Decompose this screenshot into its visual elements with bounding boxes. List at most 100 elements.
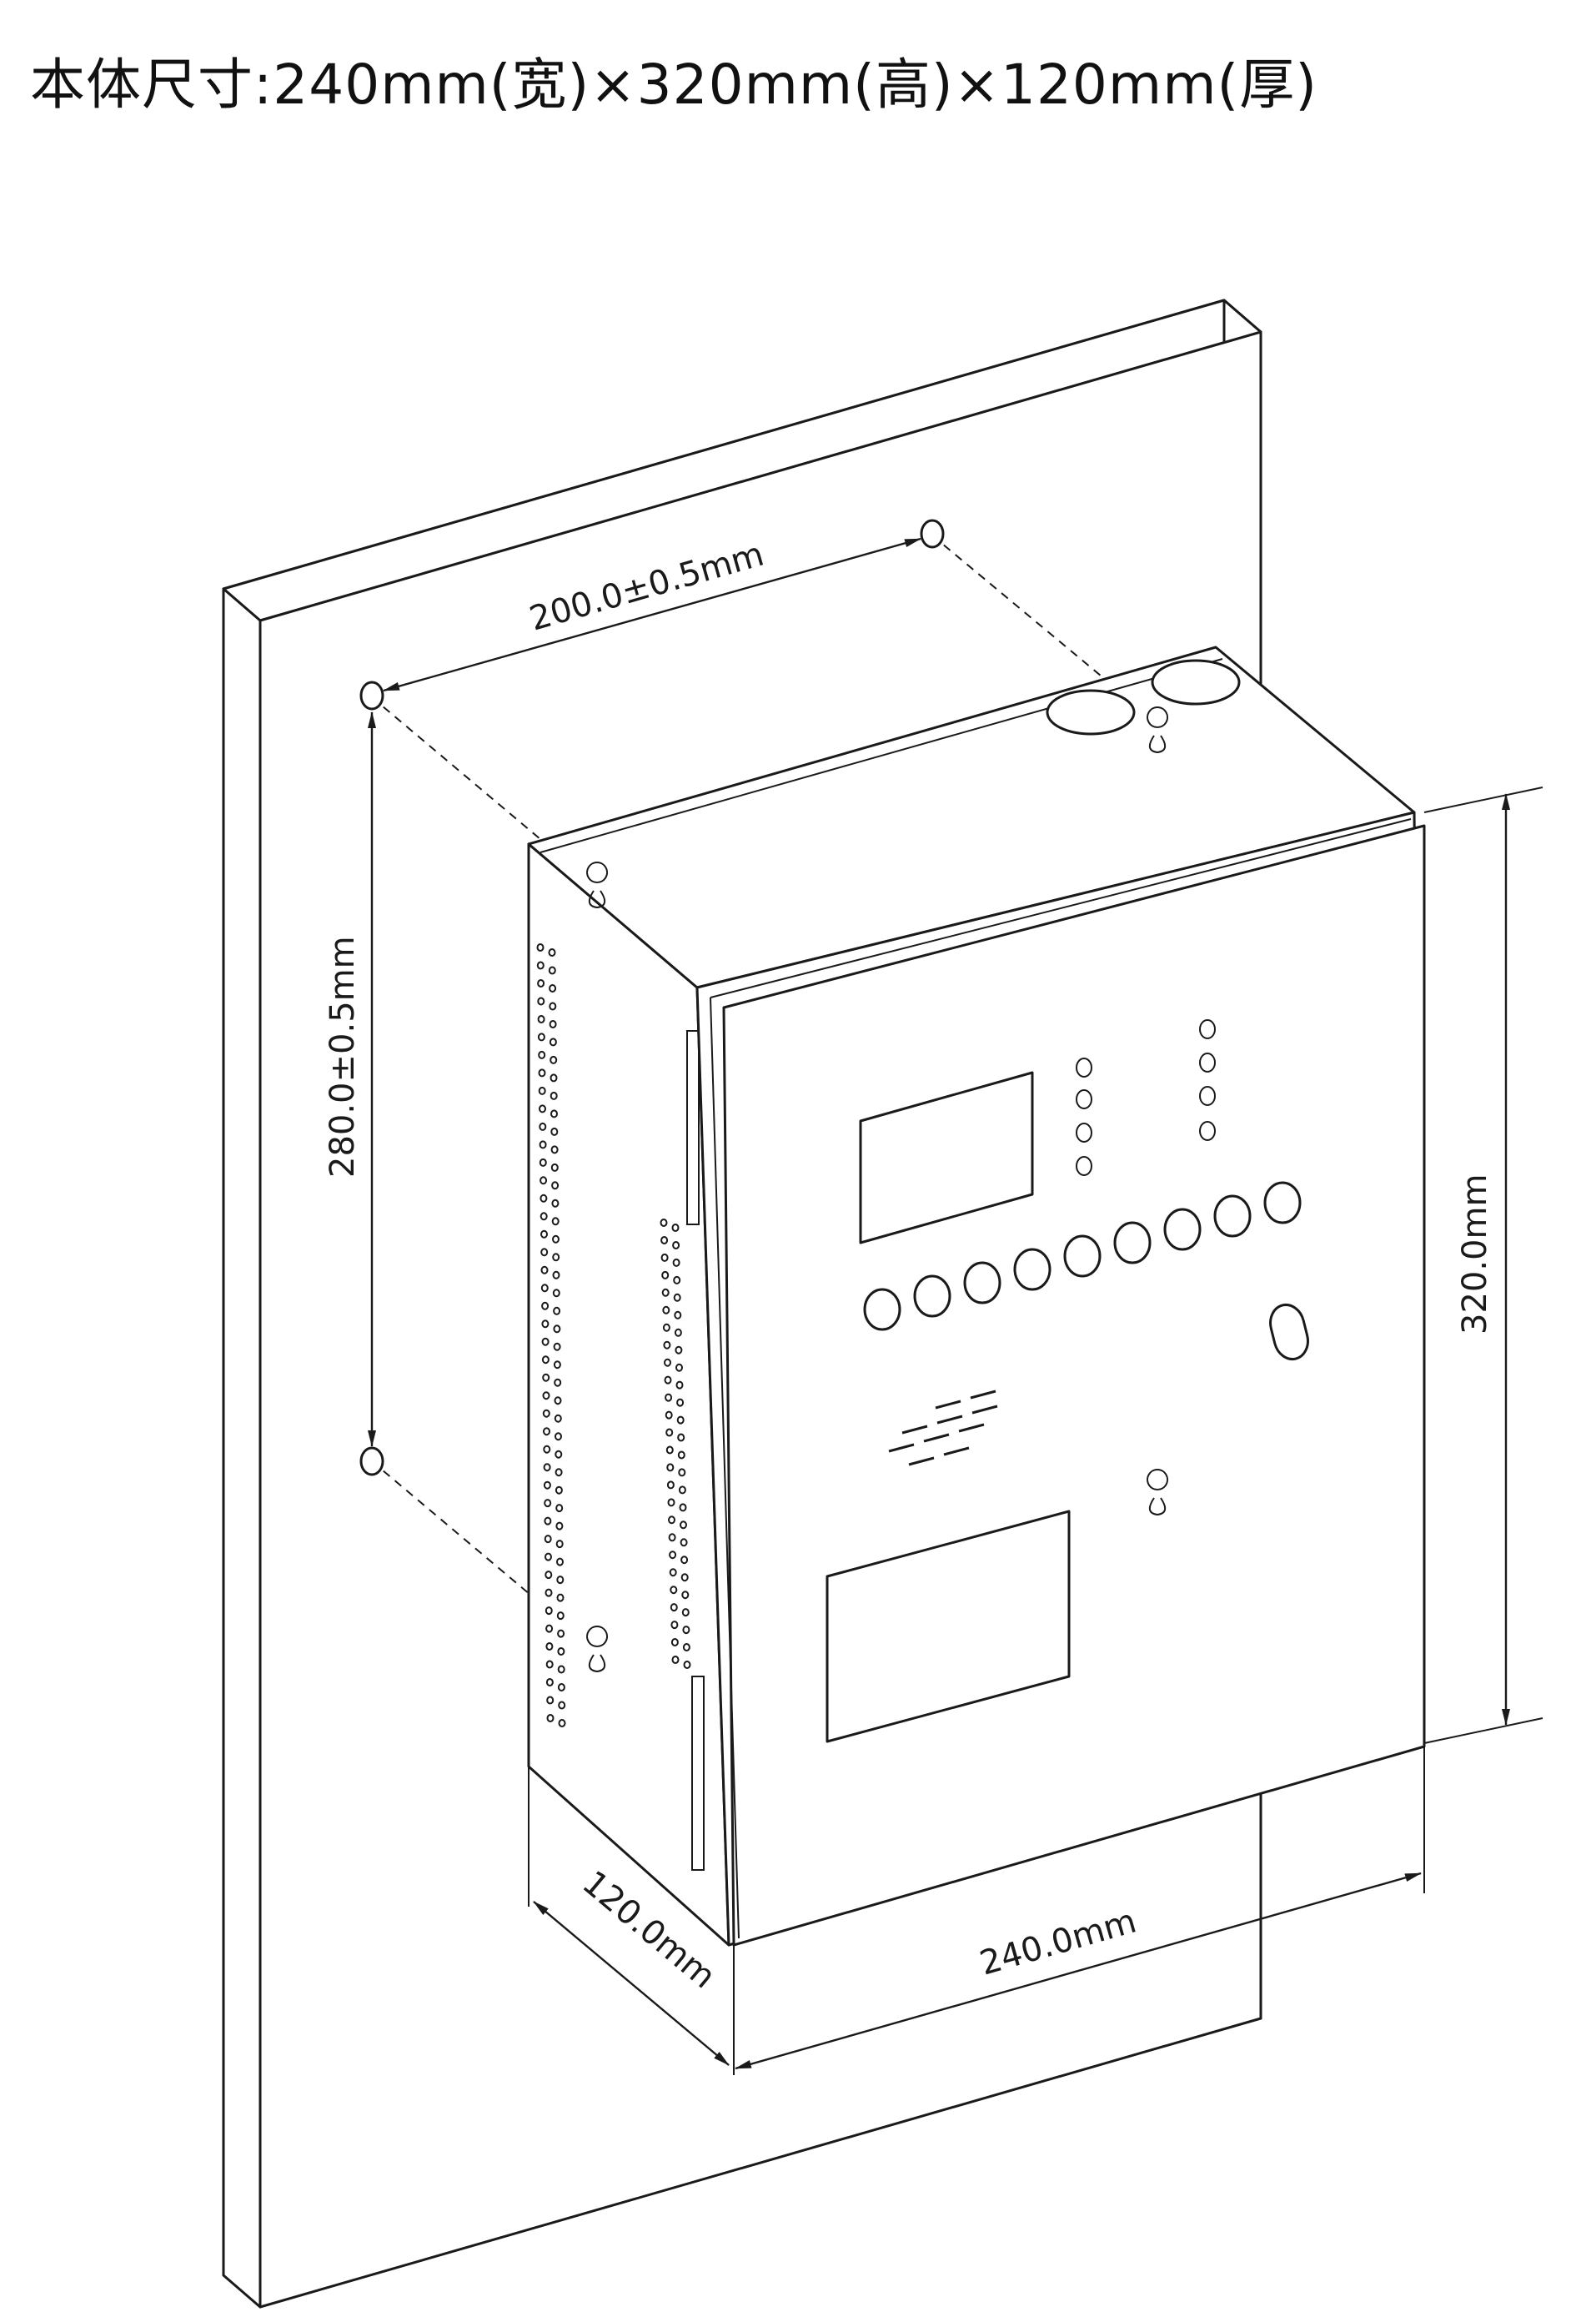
push-button-icon[interactable] [1263,1181,1302,1224]
push-button-icon[interactable] [913,1274,951,1318]
vent-hole [555,1432,562,1441]
vent-hole [550,1163,559,1172]
vent-hole [550,1073,558,1083]
push-button-icon[interactable] [1213,1194,1252,1238]
vent-hole [550,1145,559,1154]
vent-hole [551,1181,560,1190]
vent-hole [557,1629,565,1638]
vent-hole [540,1194,548,1203]
vent-hole [541,1319,550,1329]
vent-hole [557,1665,565,1674]
speaker-grille [888,1390,998,1466]
vent-hole [672,1241,680,1249]
indicator-led-icon [1076,1123,1092,1143]
vent-hole [670,1638,679,1646]
vent-hole [545,1588,553,1597]
vent-hole [557,1647,565,1656]
vent-hole [670,1586,678,1595]
vent-hole [544,1516,552,1525]
vent-hole [680,1520,687,1530]
dimension-lines [368,537,1543,2075]
vent-hole [682,1643,690,1651]
vent-hole [541,1301,550,1310]
enclosure [527,646,1426,1947]
vent-hole [669,1568,677,1577]
vent-hole [671,1224,680,1232]
indicator-led-icon [1199,1121,1216,1141]
push-button-icon[interactable] [1113,1221,1152,1264]
vent-hole [540,1284,549,1293]
key-lock-icon[interactable] [1267,1301,1312,1363]
vent-hole [678,1468,686,1477]
push-button-icon[interactable] [863,1288,901,1331]
indicator-led-icon [1076,1089,1092,1109]
indicator-led-icon [1199,1019,1216,1039]
vent-hole [545,1624,554,1633]
vent-hole [536,961,545,970]
vent-hole [660,1236,669,1244]
vent-hole [552,1234,560,1244]
vent-hole [538,1068,546,1078]
vent-hole [541,1337,550,1346]
keyhole-slot-icon [586,1626,609,1673]
vent-hole [674,1310,682,1319]
push-button-icon[interactable] [1013,1248,1051,1291]
dim-label-body-height: 320.0mm [1456,1174,1494,1334]
push-button-icon[interactable] [1063,1234,1102,1278]
vent-hole [667,1498,675,1507]
vent-hole [536,943,545,952]
vent-hole [545,1678,554,1686]
vent-hole [554,1414,562,1423]
vent-hole [679,1503,687,1512]
vent-hole [671,1656,680,1664]
vent-hole [539,1122,547,1131]
vent-hole [662,1323,670,1332]
vent-hole [554,1396,562,1405]
vent-hole [678,1485,686,1495]
vent-hole [542,1391,550,1400]
mounting-hole-icon [359,1446,384,1476]
upper-display-window [859,1071,1034,1244]
vent-hole [662,1305,670,1314]
vent-hole [677,1433,685,1442]
vent-hole [553,1342,561,1351]
vent-hole [665,1393,673,1402]
vent-hole [550,1127,559,1136]
vent-hole [683,1661,691,1669]
vent-hole [556,1557,564,1566]
vent-hole [556,1593,565,1602]
vent-hole [540,1229,548,1239]
vent-hole [551,1217,560,1226]
vent-hole [669,1551,677,1560]
vent-hole [550,1109,558,1118]
vent-hole [540,1248,549,1257]
vent-hole [665,1410,673,1420]
vent-hole [675,1380,684,1390]
vent-hole [551,1199,560,1208]
hinge [691,1676,705,1871]
vent-hole [672,1258,680,1267]
vent-hole [552,1289,560,1298]
vent-hole [545,1606,553,1616]
vent-hole [540,1212,548,1221]
wall-mounting-holes [359,519,945,1476]
vent-hole [546,1696,555,1705]
vent-hole [539,1104,546,1113]
vent-hole [544,1499,552,1508]
vent-hole [537,997,545,1006]
push-button-icon[interactable] [963,1261,1001,1304]
vent-hole [661,1270,670,1279]
vent-hole [557,1683,565,1691]
vent-hole [660,1253,669,1262]
vent-hole [538,1086,546,1095]
vent-hole [556,1611,565,1621]
vent-hole [666,1480,675,1490]
vent-hole [545,1642,554,1651]
vent-hole [555,1504,564,1513]
vent-hole [544,1535,552,1544]
push-button-icon[interactable] [1163,1208,1202,1251]
vent-hole [663,1340,671,1350]
hinge [686,1030,700,1225]
indicator-led-icon [1199,1053,1216,1073]
vent-hole [676,1398,685,1407]
